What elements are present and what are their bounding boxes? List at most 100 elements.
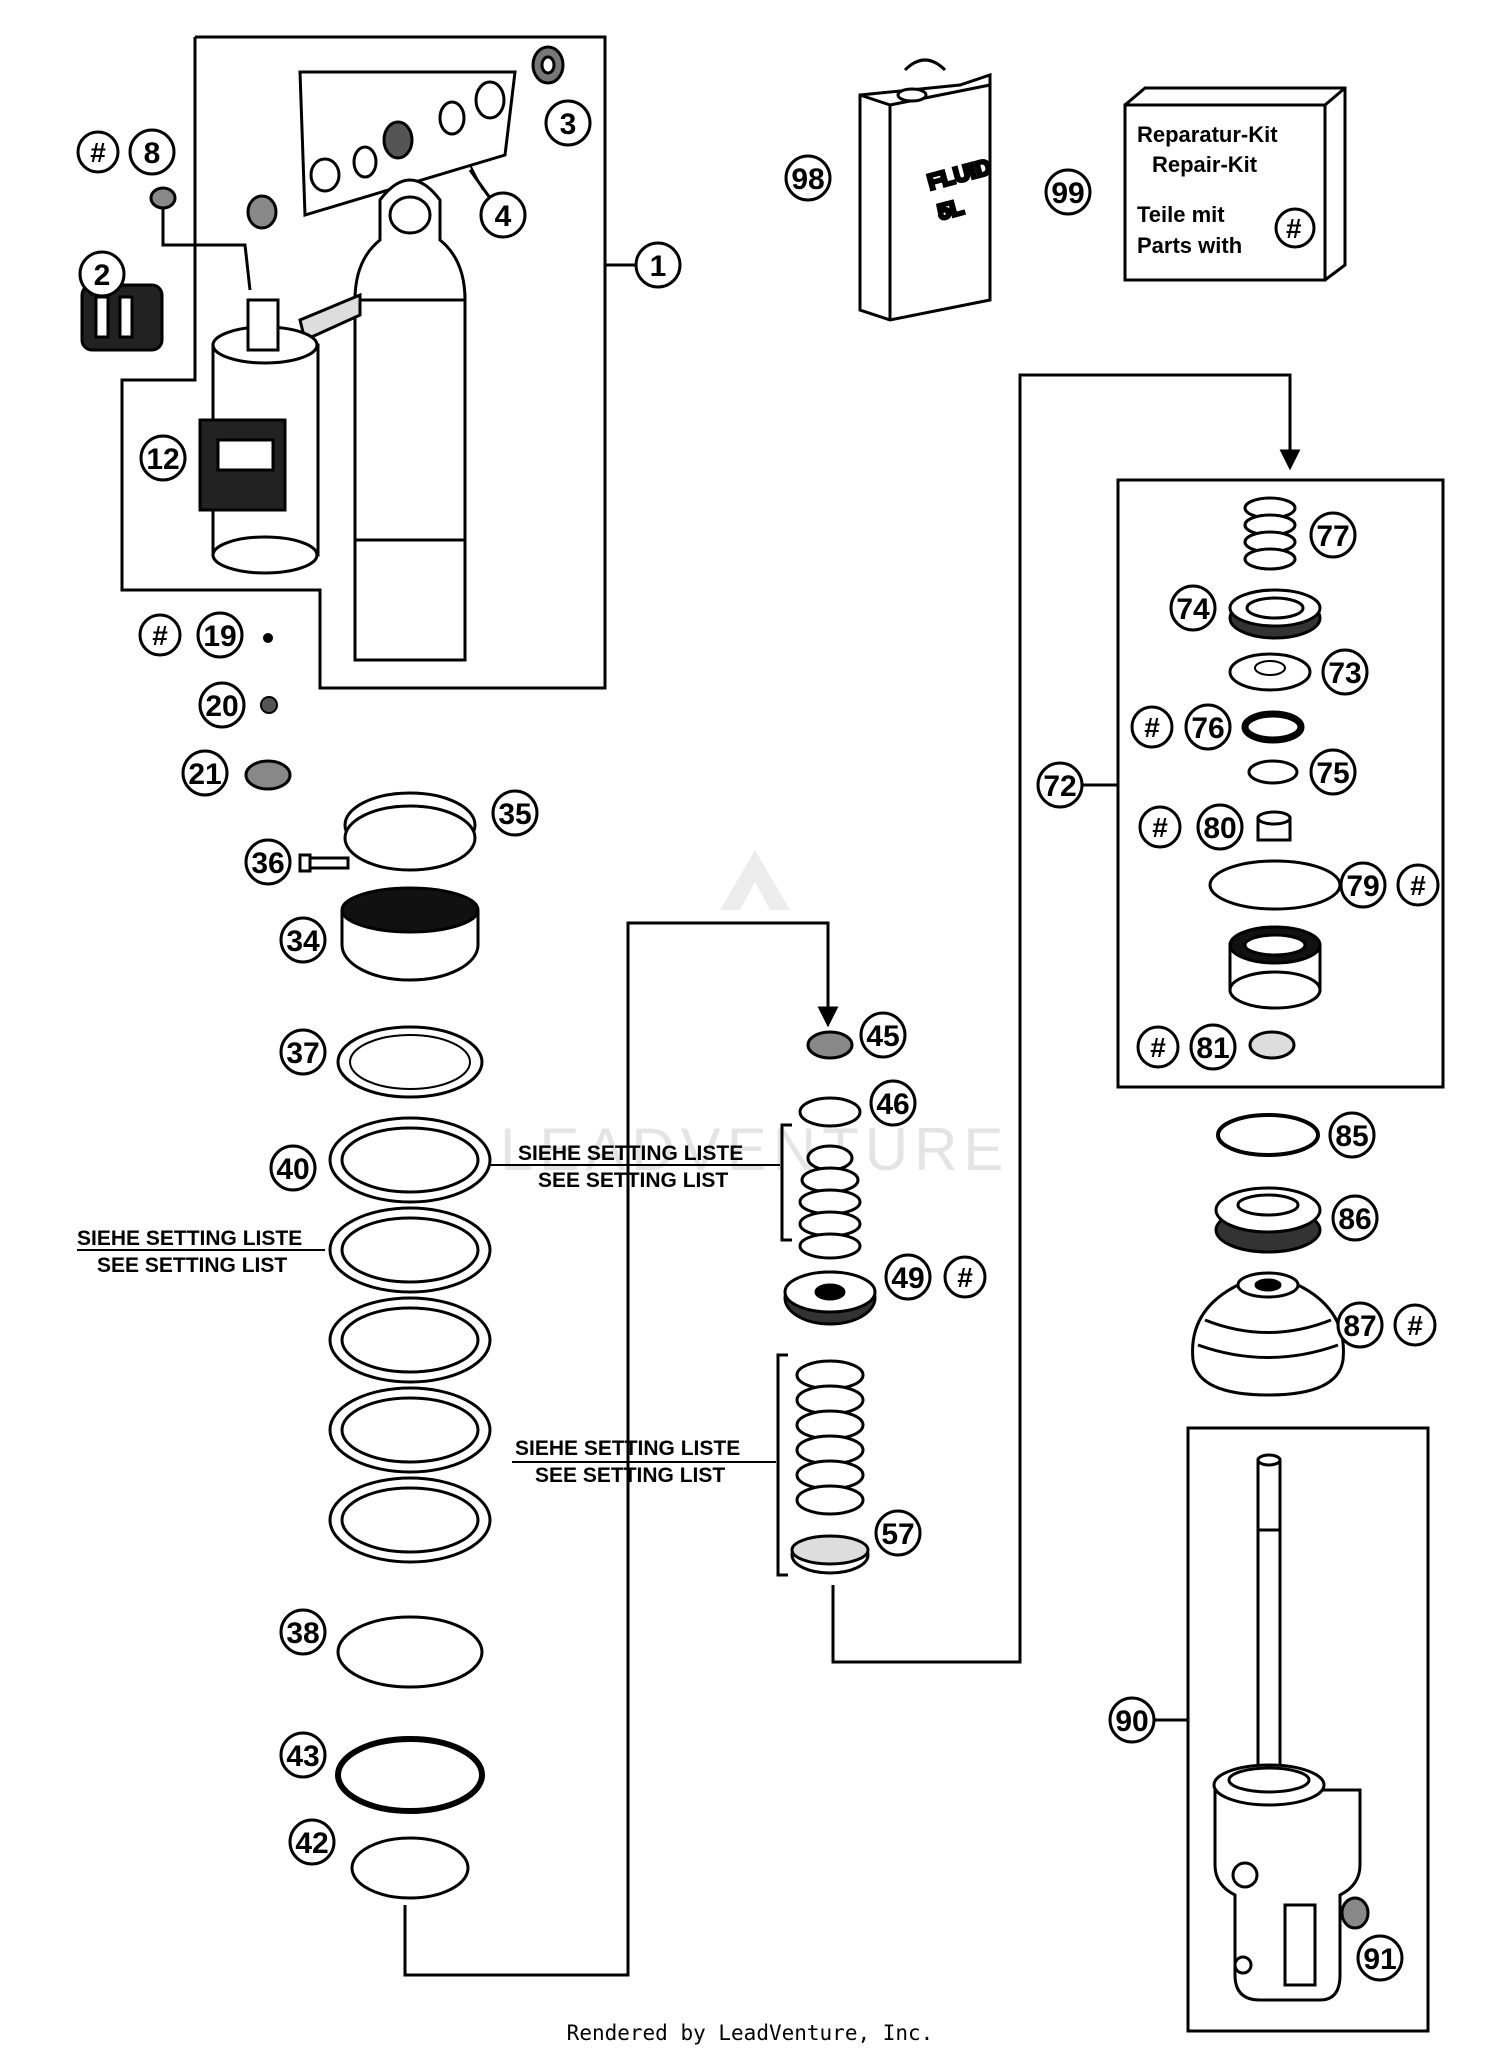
callout-49: 49 bbox=[884, 1253, 932, 1301]
repair-kit-parts-en: Parts with bbox=[1137, 233, 1242, 258]
callout-37: 37 bbox=[279, 1028, 327, 1076]
callout-4: 4 bbox=[479, 191, 527, 239]
callout-75: 75 bbox=[1309, 748, 1357, 796]
svg-text:#: # bbox=[957, 1262, 973, 1293]
part-81-bushing bbox=[1248, 1030, 1296, 1060]
setting-note-upper-en: SEE SETTING LIST bbox=[538, 1169, 728, 1192]
callout-73: 73 bbox=[1321, 648, 1369, 696]
repair-kit-hash-symbol: # bbox=[1286, 213, 1302, 244]
part-19-ball bbox=[263, 633, 273, 643]
shock-body bbox=[298, 178, 467, 662]
part-35-collar bbox=[343, 791, 477, 872]
svg-text:21: 21 bbox=[188, 758, 221, 791]
part-91-nut bbox=[1340, 1896, 1370, 1930]
svg-text:8: 8 bbox=[144, 137, 161, 170]
svg-text:81: 81 bbox=[1196, 1032, 1229, 1065]
callout-19: 19 bbox=[196, 611, 244, 659]
part-74-housing bbox=[1228, 588, 1322, 640]
setting-note-upper-de: SIEHE SETTING LISTE bbox=[518, 1142, 743, 1165]
callout-91: 91 bbox=[1356, 1934, 1404, 1982]
svg-text:80: 80 bbox=[1203, 812, 1236, 845]
svg-text:40: 40 bbox=[276, 1153, 309, 1186]
part-21-bushing bbox=[244, 759, 292, 791]
callout-12: 12 bbox=[139, 434, 187, 482]
svg-text:12: 12 bbox=[146, 443, 179, 476]
svg-text:99: 99 bbox=[1051, 177, 1084, 210]
part-76-seal bbox=[1241, 710, 1305, 744]
callout-42: 42 bbox=[288, 1818, 336, 1866]
part-46-shim bbox=[798, 1096, 862, 1128]
part-85-circlip bbox=[1216, 1113, 1320, 1157]
setting-note-lower-de: SIEHE SETTING LISTE bbox=[515, 1437, 740, 1460]
svg-text:90: 90 bbox=[1115, 1705, 1148, 1738]
svg-text:79: 79 bbox=[1346, 870, 1379, 903]
callout-leaders bbox=[469, 164, 484, 191]
callout-74: 74 bbox=[1169, 584, 1217, 632]
svg-text:74: 74 bbox=[1176, 593, 1210, 626]
setting-note-spring: SIEHE SETTING LISTE SEE SETTING LIST bbox=[77, 1227, 325, 1277]
svg-text:76: 76 bbox=[1191, 712, 1224, 745]
part-80-bushing bbox=[1256, 810, 1292, 842]
svg-text:43: 43 bbox=[286, 1740, 319, 1773]
part-34-adjusting-ring bbox=[340, 886, 480, 982]
svg-text:77: 77 bbox=[1316, 520, 1349, 553]
part-49-piston bbox=[783, 1270, 877, 1326]
svg-text:42: 42 bbox=[295, 1827, 328, 1860]
callout-hash-49: # bbox=[943, 1255, 987, 1299]
part-77-spring bbox=[1243, 496, 1297, 571]
part-90-box bbox=[1150, 1426, 1430, 2033]
callout-72: 72 bbox=[1036, 761, 1084, 809]
svg-text:57: 57 bbox=[881, 1518, 914, 1551]
callout-hash-76: # bbox=[1130, 705, 1174, 749]
svg-text:19: 19 bbox=[203, 620, 236, 653]
svg-text:85: 85 bbox=[1335, 1120, 1368, 1153]
callout-35: 35 bbox=[491, 789, 539, 837]
part-3-nut bbox=[531, 45, 565, 85]
svg-text:36: 36 bbox=[251, 847, 284, 880]
callout-20: 20 bbox=[198, 681, 246, 729]
svg-text:46: 46 bbox=[876, 1088, 909, 1121]
setting-note-lower: SIEHE SETTING LISTE SEE SETTING LIST bbox=[512, 1437, 776, 1487]
callout-38: 38 bbox=[279, 1608, 327, 1656]
part-86-seal-head bbox=[1214, 1186, 1322, 1254]
setting-note-de: SIEHE SETTING LISTE bbox=[77, 1227, 302, 1250]
svg-text:#: # bbox=[1410, 870, 1426, 901]
svg-text:45: 45 bbox=[866, 1020, 899, 1053]
repair-kit-title-de: Reparatur-Kit bbox=[1137, 122, 1278, 147]
part-72-assembly-box bbox=[1080, 478, 1445, 1089]
callouts: 1 2 3 4 # 8 12 # 19 20 21 35 36 34 37 40… bbox=[76, 99, 1440, 1982]
part-12-reservoir bbox=[198, 298, 320, 575]
callout-85: 85 bbox=[1328, 1111, 1376, 1159]
svg-text:87: 87 bbox=[1343, 1310, 1376, 1343]
svg-text:38: 38 bbox=[286, 1617, 319, 1650]
callout-8: 8 bbox=[128, 128, 176, 176]
part-36-bolt bbox=[298, 853, 350, 873]
svg-text:98: 98 bbox=[791, 163, 824, 196]
svg-text:2: 2 bbox=[94, 259, 111, 292]
callout-86: 86 bbox=[1331, 1194, 1379, 1242]
callout-1: 1 bbox=[634, 241, 682, 289]
setting-note-en: SEE SETTING LIST bbox=[97, 1254, 287, 1277]
svg-text:49: 49 bbox=[891, 1262, 924, 1295]
callout-98: 98 bbox=[784, 154, 832, 202]
part-98-fluid-can: FLUID 5L bbox=[858, 58, 995, 322]
callout-hash-8: # bbox=[76, 130, 120, 174]
repair-kit-parts-de: Teile mit bbox=[1137, 202, 1225, 227]
callout-46: 46 bbox=[869, 1079, 917, 1127]
svg-text:#: # bbox=[90, 137, 106, 168]
part-37-washer bbox=[336, 1025, 484, 1099]
watermark: LEADVENTURE bbox=[500, 850, 1003, 1183]
callout-36: 36 bbox=[244, 838, 292, 886]
part-small-nut bbox=[246, 194, 278, 230]
svg-text:37: 37 bbox=[286, 1037, 319, 1070]
svg-text:3: 3 bbox=[560, 108, 577, 141]
svg-text:#: # bbox=[1150, 1032, 1166, 1063]
footer-credit: Rendered by LeadVenture, Inc. bbox=[567, 2021, 934, 2045]
svg-text:34: 34 bbox=[286, 925, 320, 958]
callout-43: 43 bbox=[279, 1731, 327, 1779]
part-87-bump-stop bbox=[1191, 1271, 1345, 1397]
callout-77: 77 bbox=[1309, 511, 1357, 559]
svg-text:4: 4 bbox=[495, 200, 512, 233]
part-99-repair-kit: Reparatur-Kit Repair-Kit Teile mit Parts… bbox=[1123, 86, 1347, 282]
part-8-screw bbox=[149, 186, 252, 291]
